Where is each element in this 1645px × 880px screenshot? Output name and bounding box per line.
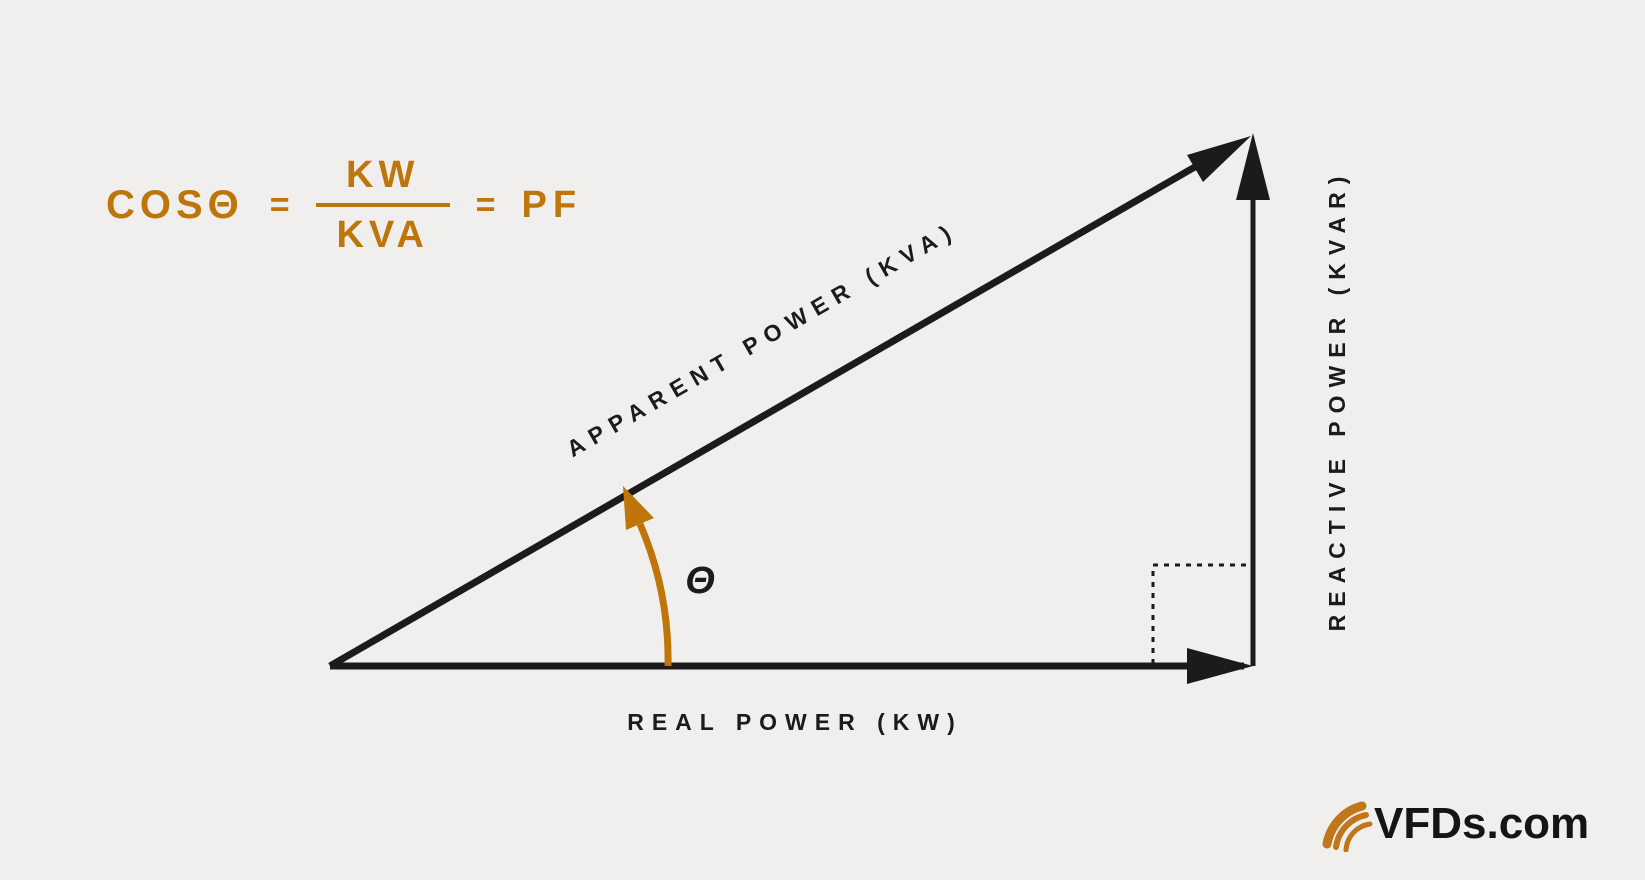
reactive-power-arrowhead-icon xyxy=(1236,133,1270,200)
formula-equals-sign-2: = xyxy=(475,186,496,224)
theta-arc-arrowhead-icon xyxy=(623,486,654,530)
fraction-numerator: KW xyxy=(346,154,420,196)
formula-result-pf: PF xyxy=(521,184,583,226)
right-angle-marker xyxy=(1151,563,1251,664)
formula-equals-sign: = xyxy=(269,186,290,224)
real-power-arrowhead-icon xyxy=(1187,648,1253,684)
theta-angle-label: Θ xyxy=(685,560,715,602)
power-factor-formula: COSΘ = KW KVA = PF xyxy=(106,156,582,254)
theta-arc xyxy=(636,522,672,667)
formula-cos-theta: COSΘ xyxy=(106,183,244,227)
apparent-power-arrowhead-icon xyxy=(1187,136,1251,182)
vfds-logo: VFDs.com xyxy=(1322,799,1589,852)
vfds-swoosh-icon xyxy=(1322,801,1373,852)
apparent-power-vector xyxy=(328,160,1202,670)
vfds-logo-text: VFDs.com xyxy=(1374,799,1589,848)
fraction-denominator: KVA xyxy=(336,214,429,256)
formula-fraction: KW KVA xyxy=(315,154,450,256)
reactive-power-label: REACTIVE POWER (KVAR) xyxy=(1324,169,1350,632)
fraction-bar xyxy=(315,203,450,207)
real-power-label: REAL POWER (KW) xyxy=(627,709,963,735)
